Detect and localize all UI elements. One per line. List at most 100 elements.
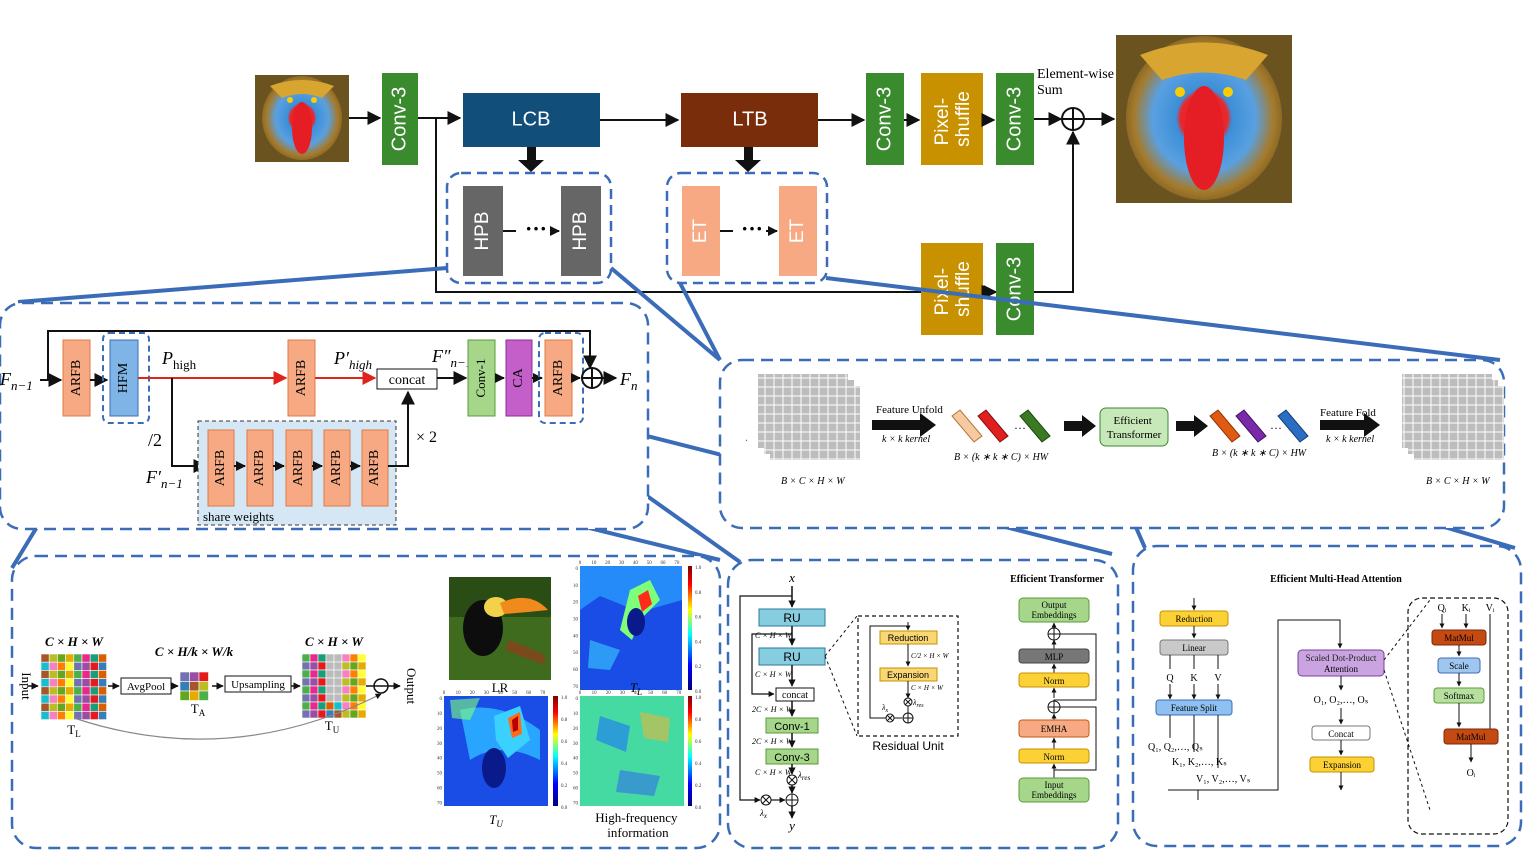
tick-label: 70 bbox=[540, 691, 546, 696]
output-image bbox=[1116, 35, 1292, 203]
conv3-label: Conv-3 bbox=[873, 87, 895, 151]
tick-label: 20 bbox=[606, 691, 612, 696]
svg-text:···: ··· bbox=[525, 216, 547, 241]
conv3-block-2: Conv-3 bbox=[866, 73, 904, 165]
tick-label: 60 bbox=[573, 787, 579, 792]
high-freq-heatmap: High-frequency information bbox=[580, 696, 692, 840]
norm-label: Norm bbox=[1044, 752, 1065, 762]
tick-label: 0.2 bbox=[695, 784, 702, 789]
tick-label: 60 bbox=[661, 561, 667, 566]
tick-label: 40 bbox=[634, 691, 640, 696]
tick-label: 40 bbox=[573, 634, 579, 639]
lcb-label: LCB bbox=[512, 108, 551, 130]
tick-label: 0.0 bbox=[695, 806, 702, 811]
et-detail-panel: . B × C × H × W Feature Unfold k × k ker… bbox=[718, 358, 1506, 530]
ki-label: Kᵢ bbox=[1462, 603, 1471, 614]
residual-unit-label: Residual Unit bbox=[872, 739, 944, 753]
input-feature-stack: . B × C × H × W bbox=[745, 374, 860, 487]
chw-k-label: C × H/k × W/k bbox=[155, 644, 234, 659]
conv3-label: Conv-3 bbox=[774, 752, 809, 764]
pixel-shuffle-block-1: Pixel- shuffle bbox=[921, 73, 983, 165]
reduction-label: Reduction bbox=[1176, 614, 1213, 624]
conv3-label: Conv-3 bbox=[1003, 87, 1025, 151]
et-title: Efficient Transformer bbox=[1010, 574, 1104, 585]
tl-heatmap: TL bbox=[580, 566, 692, 697]
tick-label: 1.0 bbox=[695, 566, 702, 571]
v-list: V₁, V₂,…, Vₛ bbox=[1196, 774, 1251, 785]
tick-label: 10 bbox=[437, 712, 443, 717]
lambda-x-label: λx bbox=[759, 808, 768, 820]
x-label: x bbox=[788, 570, 795, 585]
tick-label: 0.6 bbox=[561, 740, 568, 745]
svg-text:ARFB: ARFB bbox=[329, 450, 344, 487]
tick-label: 0.4 bbox=[695, 762, 702, 767]
upsampling-label: Upsampling bbox=[231, 679, 285, 691]
svg-text:ARFB: ARFB bbox=[291, 450, 306, 487]
k-label: K bbox=[1190, 673, 1198, 684]
conv1-label: Conv-1 bbox=[473, 359, 488, 398]
arfb-label: ARFB bbox=[294, 360, 309, 397]
f-dprime-label: F″n−1 bbox=[431, 346, 472, 370]
share-weights-label: share weights bbox=[203, 509, 274, 524]
element-wise-sum: Element-wise Sum bbox=[1037, 67, 1114, 131]
tick-label: 10 bbox=[573, 712, 579, 717]
tick-label: 50 bbox=[573, 651, 579, 656]
pixel-shuffle-label: Pixel- shuffle bbox=[932, 261, 974, 317]
tick-label: 60 bbox=[573, 668, 579, 673]
tu-img-label: TU bbox=[489, 812, 503, 829]
tick-label: 20 bbox=[605, 561, 611, 566]
et-label-1: ET bbox=[690, 218, 711, 243]
c2-label: C/2 × H × W bbox=[911, 652, 950, 660]
q-label: Q bbox=[1166, 673, 1174, 684]
hpb-label-2: HPB bbox=[570, 211, 591, 250]
kernel-label: k × k kernel bbox=[1326, 434, 1374, 445]
pixel-shuffle-label: Pixel- shuffle bbox=[932, 91, 974, 147]
chw-label: C × H × W bbox=[755, 631, 793, 640]
p-high-label: Phigh bbox=[161, 348, 197, 372]
tick-label: 0.6 bbox=[695, 616, 702, 621]
y-label: y bbox=[787, 818, 795, 833]
tick-label: 0 bbox=[579, 561, 582, 566]
tick-label: 0 bbox=[443, 691, 446, 696]
emha-detail-panel: Efficient Multi-Head Attention Reduction… bbox=[1131, 544, 1523, 848]
linear-label: Linear bbox=[1182, 643, 1205, 653]
ru-label: RU bbox=[783, 650, 800, 664]
hfm-label: HFM bbox=[116, 362, 131, 393]
tick-label: 0.0 bbox=[561, 806, 568, 811]
f-n-1-label: Fn−1 bbox=[0, 369, 33, 393]
unfolded-vectors-right: ··· B × (k ∗ k ∗ C) × HW bbox=[1209, 409, 1309, 459]
input-label: Input bbox=[19, 672, 34, 700]
svg-text:ARFB: ARFB bbox=[213, 450, 228, 487]
tick-label: 0.4 bbox=[695, 640, 702, 645]
lambda-res-label: λres bbox=[797, 770, 810, 782]
efficient-transformer-box: Efficient Transformer bbox=[1099, 407, 1169, 447]
tick-label: 40 bbox=[437, 757, 443, 762]
conv1-label: Conv-1 bbox=[774, 721, 809, 733]
tu-grid bbox=[301, 653, 367, 719]
tick-label: 0 bbox=[576, 567, 579, 572]
concat-label: concat bbox=[389, 373, 426, 388]
ta-label: TA bbox=[191, 701, 206, 718]
chw-label: C × H × W bbox=[755, 768, 793, 777]
et-label-2: ET bbox=[787, 218, 808, 243]
scale-label: Scale bbox=[1449, 661, 1469, 671]
lcb-block: LCB bbox=[463, 93, 600, 147]
tick-label: 40 bbox=[573, 757, 579, 762]
ltb-block: LTB bbox=[681, 93, 818, 147]
tick-label: 20 bbox=[437, 727, 443, 732]
tick-label: 0.0 bbox=[695, 690, 702, 695]
tick-label: 1.0 bbox=[695, 696, 702, 701]
conv3-block-3: Conv-3 bbox=[996, 73, 1034, 165]
svg-text:···: ··· bbox=[1014, 421, 1026, 435]
tick-label: 20 bbox=[573, 727, 579, 732]
high-freq-label: High-frequency information bbox=[595, 810, 681, 840]
tick-label: 0.2 bbox=[561, 784, 568, 789]
tl-img-label: TL bbox=[630, 680, 642, 697]
tu-label: TU bbox=[325, 718, 340, 735]
tick-label: 40 bbox=[633, 561, 639, 566]
feature-unfold-label: Feature Unfold bbox=[876, 404, 943, 416]
o-list: O₁, O₂,…, Oₛ bbox=[1314, 695, 1369, 706]
